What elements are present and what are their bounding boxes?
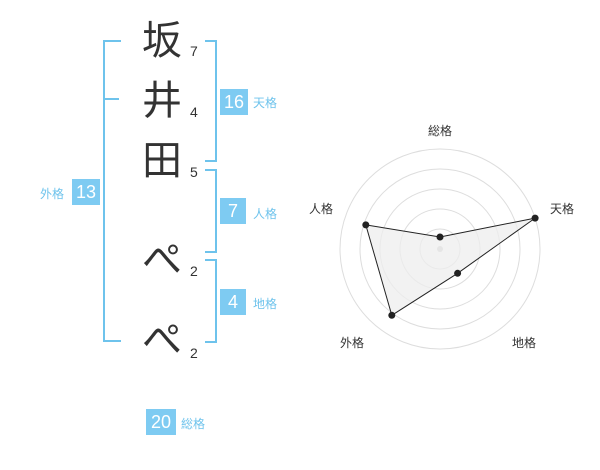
radar-point-0 [436, 233, 444, 241]
soukaku-badge: 20 [146, 409, 176, 435]
name-char-5: ぺ [142, 317, 182, 363]
soukaku-label: 総格 [181, 417, 206, 431]
gaikaku-bracket-tick [105, 98, 119, 100]
radar-label-tenkaku: 天格 [550, 202, 575, 216]
tenkaku-badge: 16 [220, 89, 248, 115]
name-char-1: 坂 [142, 18, 182, 64]
stroke-count-5: 2 [190, 345, 198, 361]
stroke-count-2: 4 [190, 104, 198, 120]
radar-point-1 [531, 214, 539, 222]
gaikaku-badge: 13 [72, 179, 100, 205]
radar-label-jinkaku: 人格 [309, 202, 334, 216]
radar-point-3 [388, 311, 396, 319]
chikaku-label: 地格 [253, 297, 278, 311]
radar-points [362, 214, 539, 319]
chikaku-badge: 4 [220, 289, 246, 315]
stroke-count-3: 5 [190, 164, 198, 180]
stroke-count-4: 2 [190, 263, 198, 279]
radar-point-4 [362, 221, 370, 229]
stroke-count-1: 7 [190, 43, 198, 59]
gaikaku-label: 外格 [40, 187, 65, 201]
radar-grid-ring [359, 168, 521, 330]
jinkaku-bracket [205, 169, 217, 253]
radar-point-2 [454, 269, 462, 277]
gaikaku-bracket [103, 40, 121, 342]
chikaku-bracket [205, 259, 217, 343]
name-char-4: ぺ [142, 237, 182, 283]
jinkaku-badge: 7 [220, 198, 246, 224]
radar-label-chikaku: 地格 [512, 336, 537, 350]
tenkaku-bracket [205, 40, 217, 162]
name-char-3: 田 [142, 138, 182, 184]
jinkaku-label: 人格 [253, 207, 278, 221]
name-char-2: 井 [142, 78, 182, 124]
tenkaku-label: 天格 [253, 96, 278, 110]
radar-label-soukaku: 総格 [428, 124, 453, 138]
radar-value-shape [365, 217, 536, 317]
radar-grid-ring [339, 148, 541, 350]
radar-label-gaikaku: 外格 [340, 336, 365, 350]
